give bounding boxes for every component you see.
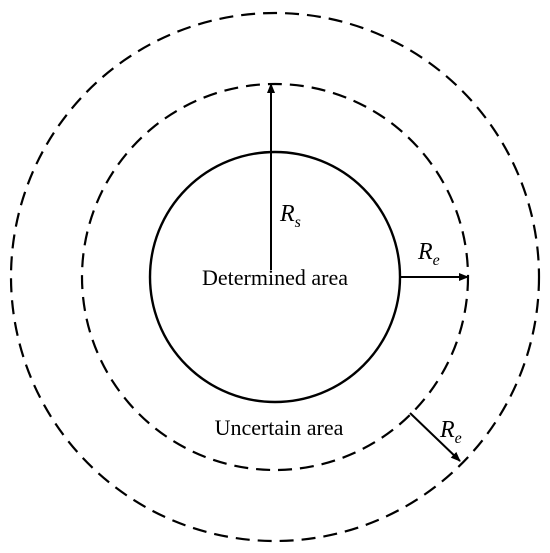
re-subscript: e	[433, 252, 440, 269]
re-outer-radius-arrow	[409, 412, 461, 462]
re-outer-label: Re	[439, 417, 462, 447]
re-outer-subscript: e	[455, 430, 462, 447]
re-label: Re	[417, 239, 440, 269]
re-outer-symbol: R	[439, 417, 455, 443]
re-symbol: R	[417, 239, 433, 265]
outer-uncertain-boundary	[9, 11, 541, 543]
rs-subscript: s	[295, 214, 301, 231]
uncertain-area-label: Uncertain area	[215, 415, 344, 440]
rs-label: Rs	[279, 201, 301, 231]
rs-symbol: R	[279, 201, 295, 227]
determined-area-label: Determined area	[202, 265, 348, 290]
